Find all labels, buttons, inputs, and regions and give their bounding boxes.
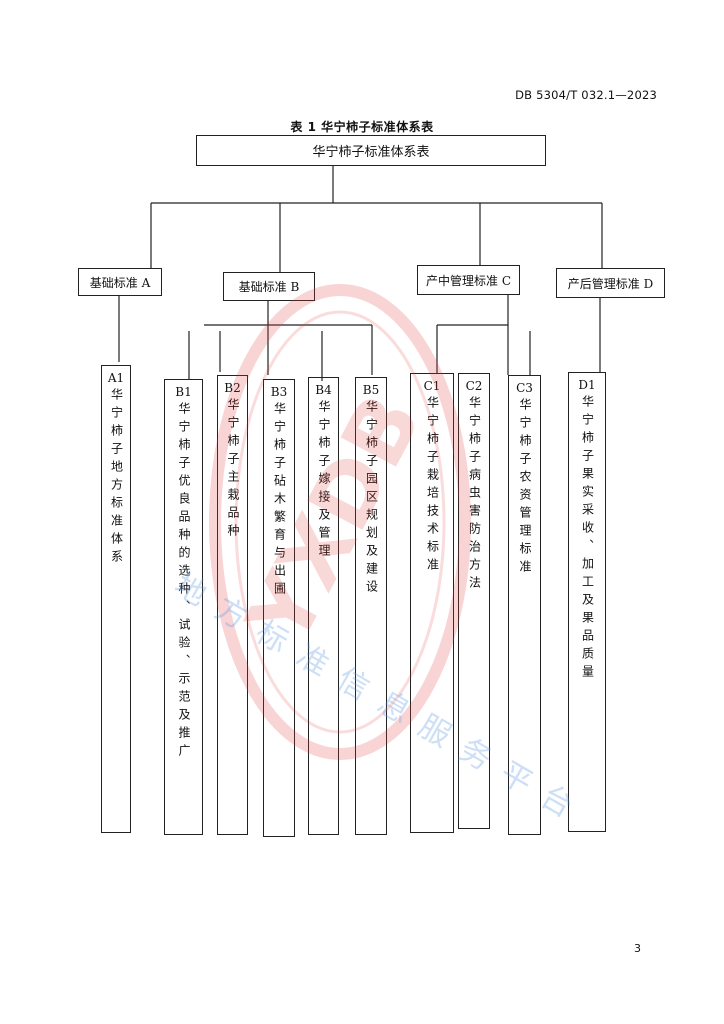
leaf-code: B4 [315, 383, 332, 397]
leaf-text: 华宁柿子主栽品种 [226, 398, 240, 542]
standard-code: DB 5304/T 032.1—2023 [515, 88, 657, 102]
leaf-code: C3 [516, 381, 533, 395]
leaf-text: 华宁柿子砧木繁育与出圃 [272, 402, 287, 600]
leaf-box-c3: C3 华宁柿子农资管理标准 [508, 375, 541, 835]
category-box-d: 产后管理标准 D [556, 268, 665, 298]
root-box: 华宁柿子标准体系表 [196, 135, 546, 166]
leaf-box-b3: B3 华宁柿子砧木繁育与出圃 [263, 379, 295, 837]
leaf-box-a1: A1 华宁柿子地方标准体系 [101, 365, 131, 833]
leaf-box-b2: B2 华宁柿子主栽品种 [217, 375, 248, 835]
leaf-text: 华宁柿子地方标准体系 [109, 388, 124, 568]
leaf-code: B3 [270, 385, 288, 399]
leaf-code: B2 [224, 381, 241, 395]
leaf-code: C2 [465, 379, 483, 393]
leaf-box-c1: C1 华宁柿子栽培技术标准 [410, 373, 454, 833]
leaf-code: B1 [175, 385, 192, 399]
leaf-box-b5: B5 华宁柿子园区规划及建设 [355, 377, 387, 835]
leaf-code: A1 [107, 371, 125, 385]
leaf-text: 华宁柿子优良品种的选种、试验、示范及推广 [177, 402, 191, 762]
leaf-box-c2: C2 华宁柿子病虫害防治方法 [458, 373, 490, 829]
leaf-text: 华宁柿子果实采收、加工及果品质量 [580, 395, 595, 683]
leaf-text: 华宁柿子嫁接及管理 [317, 400, 331, 562]
leaf-text: 华宁柿子栽培技术标准 [425, 396, 440, 576]
leaf-box-b4: B4 华宁柿子嫁接及管理 [308, 377, 339, 835]
category-box-b: 基础标准 B [223, 272, 315, 301]
category-box-a: 基础标准 A [78, 268, 162, 296]
leaf-text: 华宁柿子病虫害防治方法 [467, 396, 482, 594]
table-caption: 表 1 华宁柿子标准体系表 [290, 120, 434, 134]
leaf-box-d1: D1 华宁柿子果实采收、加工及果品质量 [568, 372, 606, 832]
leaf-code: B5 [362, 383, 380, 397]
category-box-c: 产中管理标准 C [417, 265, 520, 295]
page-number: 3 [634, 942, 641, 955]
stamp-watermark: YXDB [209, 284, 471, 760]
leaf-code: D1 [578, 378, 596, 392]
leaf-box-b1: B1 华宁柿子优良品种的选种、试验、示范及推广 [164, 379, 203, 835]
leaf-text: 华宁柿子农资管理标准 [518, 398, 532, 578]
leaf-text: 华宁柿子园区规划及建设 [364, 400, 379, 598]
leaf-code: C1 [423, 379, 441, 393]
